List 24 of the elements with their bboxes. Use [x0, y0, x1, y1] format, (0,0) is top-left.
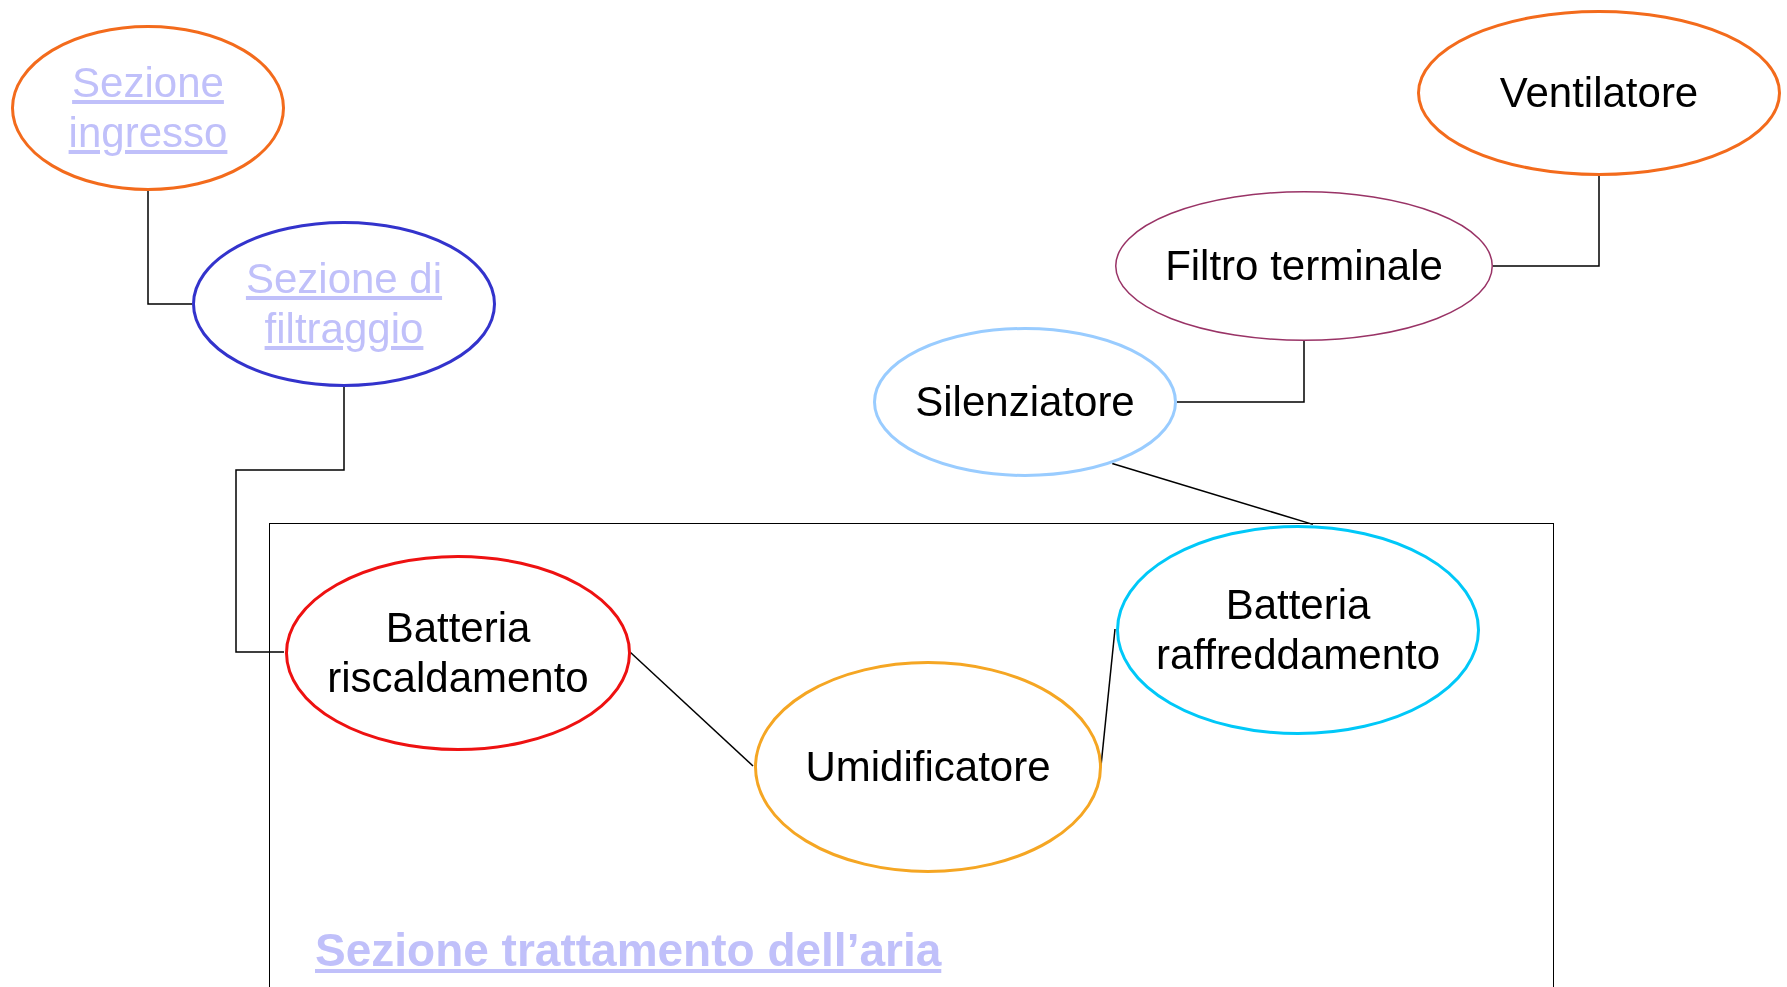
node-label: Ventilatore: [1499, 67, 1699, 118]
node-label: Silenziatore: [915, 376, 1135, 427]
connector-line: [629, 651, 754, 767]
node-label: Filtro terminale: [1165, 240, 1443, 291]
ellipse-node: [1417, 10, 1781, 176]
ellipse-node: [192, 221, 496, 387]
connector-line: [1176, 340, 1305, 403]
node-label: Sezione di filtraggio: [244, 253, 444, 354]
node-label: Sezione ingresso: [67, 57, 229, 158]
ellipse-node: [11, 25, 285, 191]
connector-line: [147, 190, 193, 305]
ellipse-node: [754, 661, 1102, 873]
ellipse-node: [873, 327, 1177, 477]
connector-line: [1111, 462, 1314, 526]
connector-line: [235, 386, 345, 653]
node-label: Batteria riscaldamento: [326, 602, 590, 703]
ellipse-node: [1116, 525, 1480, 735]
node-label: Umidificatore: [805, 741, 1051, 792]
section-title: Sezione trattamento dell’aria: [315, 923, 942, 978]
ellipse-node: [285, 555, 631, 751]
ellipse-node: [1115, 191, 1493, 341]
node-label: Batteria raffreddamento: [1154, 579, 1442, 680]
section-box: [269, 523, 1554, 987]
connector-line: [1492, 175, 1600, 267]
